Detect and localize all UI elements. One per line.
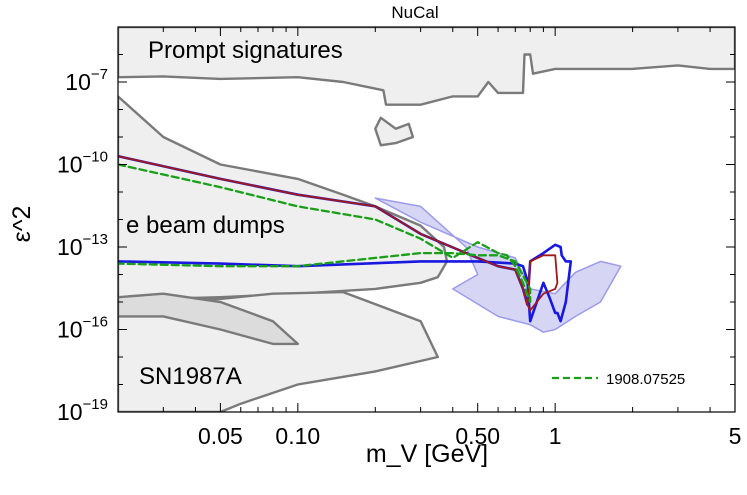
x-tick-label: 5 bbox=[729, 423, 742, 449]
e-beam-dumps-label: e beam dumps bbox=[126, 212, 285, 239]
plot-area: 0.05 0.10 0.50 1 5 10−7 10−10 10−13 10−16 10−19 bbox=[57, 26, 741, 449]
y-axis-label: ε^2 bbox=[8, 206, 36, 243]
y-tick-label: 10−16 bbox=[57, 314, 108, 343]
y-tick-label: 10−10 bbox=[57, 149, 108, 178]
x-axis-label: m_V [GeV] bbox=[366, 440, 488, 468]
x-tick-label: 1 bbox=[549, 423, 562, 449]
region-sn1987a-inner bbox=[118, 292, 299, 346]
prompt-signatures-label: Prompt signatures bbox=[148, 37, 343, 64]
legend-label-1908-07525: 1908.07525 bbox=[606, 371, 685, 388]
y-tick-labels: 10−7 10−10 10−13 10−16 10−19 bbox=[57, 66, 108, 425]
x-tick-label: 0.10 bbox=[275, 423, 320, 449]
series-lines bbox=[118, 154, 622, 333]
x-tick-label: 0.50 bbox=[455, 423, 500, 449]
x-tick-labels: 0.05 0.10 0.50 1 5 bbox=[198, 423, 741, 449]
y-tick-label: 10−19 bbox=[57, 396, 108, 425]
nucal-label: NuCal bbox=[391, 3, 438, 22]
legend: 1908.07525 bbox=[552, 371, 685, 388]
tick-marks bbox=[117, 26, 736, 413]
y-tick-label: 10−7 bbox=[65, 66, 108, 95]
exclusion-regions bbox=[118, 27, 735, 412]
region-prompt bbox=[118, 27, 735, 106]
sn1987a-label: SN1987A bbox=[139, 363, 242, 390]
series-red bbox=[118, 155, 559, 312]
x-tick-label: 0.05 bbox=[198, 423, 243, 449]
region-nucal-island bbox=[374, 116, 415, 147]
y-tick-label: 10−13 bbox=[57, 231, 108, 260]
series-1908-07525 bbox=[118, 163, 532, 304]
